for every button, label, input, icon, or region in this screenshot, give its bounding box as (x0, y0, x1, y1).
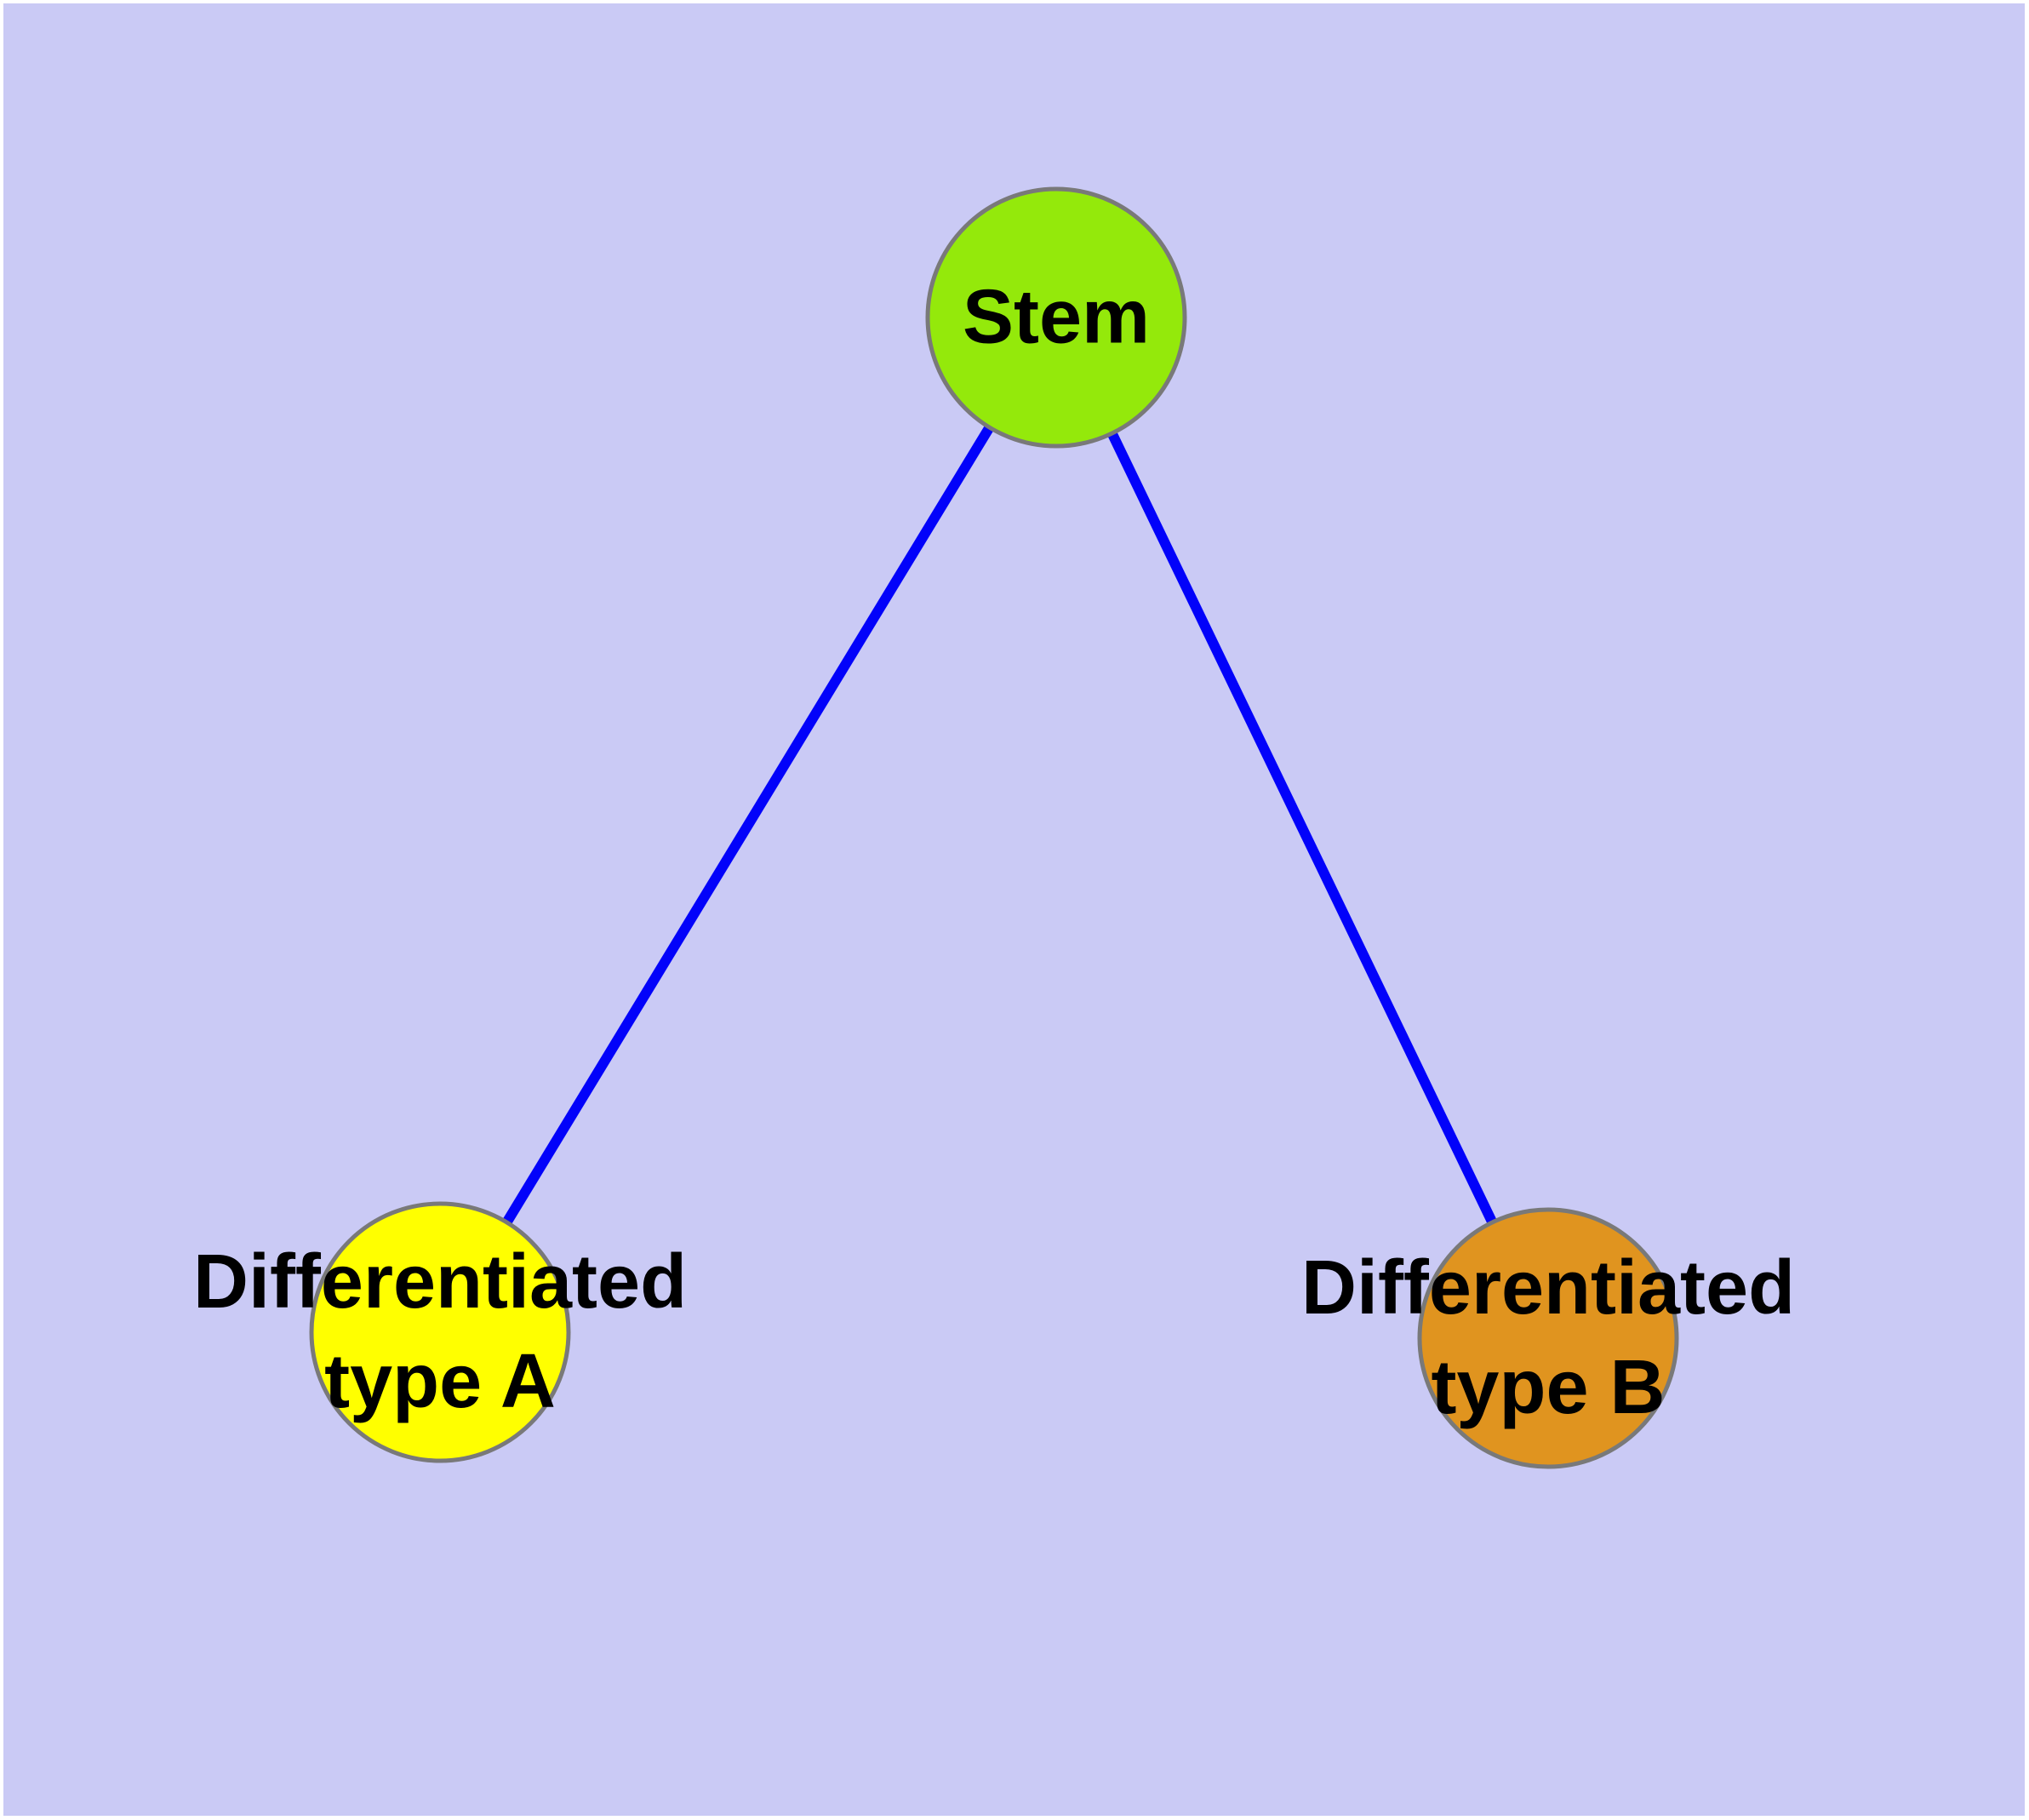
node-type-b-label: Differentiated type B (1301, 1239, 1795, 1438)
node-type-b-label-line1: Differentiated (1300, 1245, 1796, 1331)
node-type-b-circle (1417, 1207, 1679, 1469)
node-type-a-label: Differentiated type A (193, 1233, 687, 1432)
node-type-a-label-line1: Differentiated (192, 1239, 688, 1325)
node-stem-label: Stem (963, 268, 1150, 368)
node-type-a-label-line2: type A (324, 1339, 556, 1424)
node-stem-circle (925, 186, 1187, 449)
edge-stem-to-type-a (435, 314, 1061, 1336)
node-type-b-label-line2: type B (1431, 1345, 1666, 1430)
edge-stem-to-type-b (1051, 315, 1553, 1341)
node-type-a-circle (309, 1201, 571, 1463)
node-stem-label-text: Stem (962, 274, 1151, 360)
